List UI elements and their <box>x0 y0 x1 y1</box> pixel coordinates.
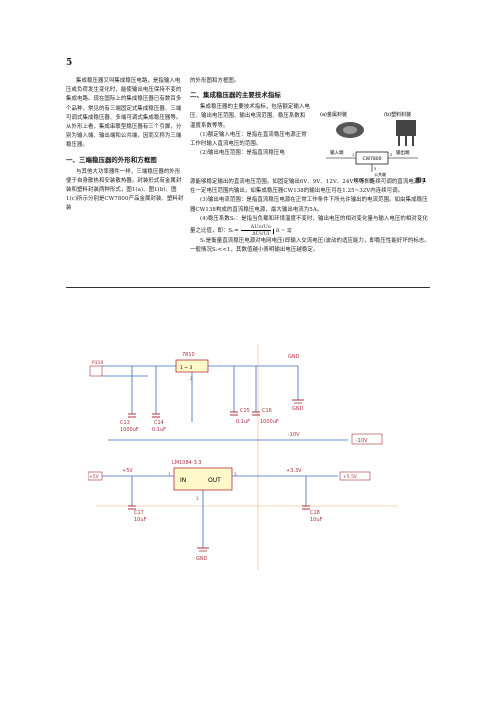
output-range-continued: 源能够稳定输出的直流电压范围。如固定输出6V、9V、12V、24V等等，连续可调… <box>190 179 425 195</box>
svg-text:0.1uF: 0.1uF <box>236 419 250 425</box>
u1-label: 7810 <box>182 352 195 358</box>
c18-label: C18 <box>310 510 320 516</box>
svg-text:1 ~ 3: 1 ~ 3 <box>180 365 192 371</box>
svg-text:-10V: -10V <box>288 432 300 438</box>
fig-common-label: 公共端 <box>374 171 386 177</box>
figure-1: (a)金属封装 (b)塑料封装 输入端 输出端 CW7800 1 2 3 公共端… <box>320 111 427 184</box>
svg-text:GND: GND <box>196 556 208 562</box>
svg-text:+5.5V: +5.5V <box>343 474 358 480</box>
svg-text:3: 3 <box>234 472 237 477</box>
stability-note-paragraph: Sᵣ是衡量直流稳压电源对电网电压(即输入交流电压)波动的适应能力，即稳压性能好坏… <box>190 238 430 254</box>
left-column: 集成稳压器又叫集成稳压电路，是指输入电压或负荷发生变化时，能使输出电压保持不变的… <box>66 77 184 214</box>
c17-label: C17 <box>134 510 144 516</box>
c15-label: C15 <box>240 408 250 414</box>
svg-text:3: 3 <box>374 167 376 171</box>
svg-text:IN: IN <box>180 477 186 484</box>
svg-text:+5V: +5V <box>122 468 133 474</box>
rated-input-paragraph: (1)额定输入电压：是指在直流稳压电源正常工作时输入直流电压的范围。 <box>190 131 307 148</box>
specs-paragraph: 集成稳压器的主要技术指标，包括额定输入电压、输出电压范围、输出电流范围、稳压系数… <box>190 104 310 129</box>
figure-caption: 图 1 <box>416 177 427 184</box>
svg-text:GND: GND <box>292 406 304 412</box>
svg-text:1000uF: 1000uF <box>120 427 139 433</box>
svg-text:10uF: 10uF <box>310 517 323 523</box>
page-divider <box>66 287 430 288</box>
right-column-top: 的外形图和方框图。 二、集成稳压器的主要技术指标 集成稳压器的主要技术指标，包括… <box>190 77 310 158</box>
svg-text:1: 1 <box>352 153 354 157</box>
svg-text:+3.3V: +3.3V <box>286 468 302 474</box>
regulator-schematic: 7810 1 ~ 3 2 P310 C13 1000uF C14 0.1uF C… <box>88 344 398 570</box>
svg-text:1000uF: 1000uF <box>260 419 279 425</box>
u2-label: LM1084-3.3 <box>172 460 202 466</box>
net-port-minus10 <box>351 433 383 445</box>
net-port-55v <box>339 471 371 481</box>
svg-text:0.1uF: 0.1uF <box>152 427 166 433</box>
intro-paragraph: 集成稳压器又叫集成稳压电路，是指输入电压或负荷发生变化时，能使输出电压保持不变的… <box>66 78 182 149</box>
svg-text:3: 3 <box>196 496 199 501</box>
fig-label-metal: (a)金属封装 <box>320 111 347 118</box>
package-paragraph: 与其他大功率器件一样，三端稳压器的外形便于自身散热和安装散热器。封装形式有金属封… <box>66 168 184 212</box>
plastic-package-icon <box>396 120 416 136</box>
section-heading-2: 二、集成稳压器的主要技术指标 <box>190 91 281 100</box>
continuation-paragraph: 的外形图和方框图。 <box>190 78 240 84</box>
c14-label: C14 <box>154 420 164 426</box>
fig-output-label: 输出端 <box>396 149 410 156</box>
svg-text:CW7800: CW7800 <box>362 156 381 162</box>
svg-text:GND: GND <box>288 354 300 360</box>
svg-text:1: 1 <box>168 472 171 477</box>
svg-text:10uF: 10uF <box>134 517 147 523</box>
fig-label-block: (c)方框图 <box>354 177 374 184</box>
stability-formula: ΔUo/Uo ΔUi/Ui <box>240 224 271 237</box>
stability-paragraph: (4)稳压系数Sᵣ：是指当负载和环境温度不变时，输出电压的相对变化量与输入电压的… <box>190 215 428 238</box>
c13-label: C13 <box>120 420 130 426</box>
output-current-paragraph: (3)输出电流范围：是指直流稳压电源在正常工作条件下所允许输出的电流范围。如由集… <box>190 197 428 213</box>
svg-text:+5V: +5V <box>89 474 100 480</box>
svg-text:2: 2 <box>190 376 193 381</box>
connector-symbol <box>89 365 103 377</box>
page-number: 5 <box>66 58 73 68</box>
section-heading-1: 一、三端稳压器的外形和方框图 <box>66 155 157 164</box>
fig-label-plastic: (b)塑料封装 <box>384 111 411 118</box>
connector-label: P310 <box>92 360 103 366</box>
fig-input-label: 输入端 <box>330 149 344 156</box>
right-column-full: 源能够稳定输出的直流电压范围。如固定输出6V、9V、12V、24V等等，连续可调… <box>190 178 430 255</box>
svg-text:OUT: OUT <box>208 477 221 484</box>
svg-text:-10V: -10V <box>356 438 368 444</box>
output-range-paragraph: (2)输出电压范围：是指直流稳压电 <box>200 150 285 157</box>
svg-text:2: 2 <box>390 153 392 157</box>
c16-label: C16 <box>262 408 272 414</box>
